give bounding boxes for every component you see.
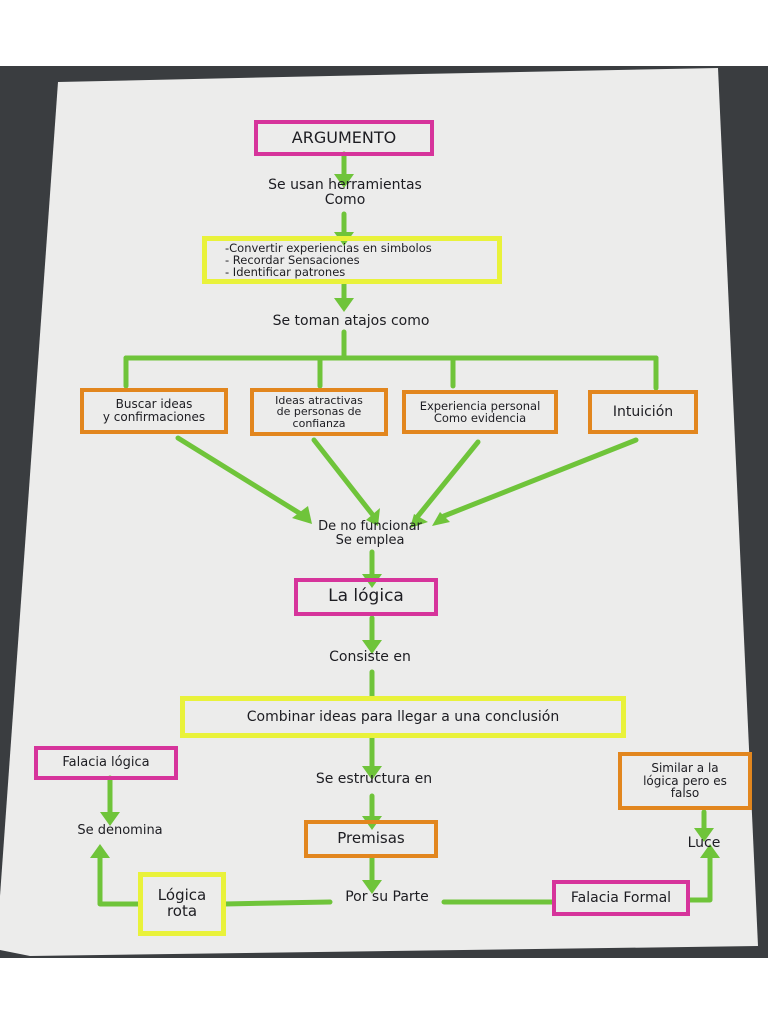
connector-arrow-2	[311, 437, 375, 517]
called-label: Se denomina	[77, 823, 163, 838]
shortcut-box-2: Ideas atractivas de personas de confianz…	[250, 388, 388, 436]
formal-fallacy-box: Falacia Formal	[552, 880, 690, 916]
photo-background: ARGUMENTO Se usan herramientas Como -Con…	[0, 66, 768, 958]
shortcuts-label: Se toman atajos como	[272, 313, 430, 329]
connector-formal-looks	[687, 855, 713, 903]
arrowheads	[90, 174, 720, 894]
shortcut-box-4: Intuición	[588, 390, 698, 434]
broken-logic-box: Lógica rota	[138, 872, 226, 936]
connectors	[97, 151, 713, 907]
premises-box: Premisas	[304, 820, 438, 858]
shortcut-box-3: Experiencia personal Como evidencia	[402, 390, 558, 434]
looks-label: Luce	[687, 835, 721, 851]
logic-box: La lógica	[294, 578, 438, 616]
shortcut-box-1: Buscar ideas y confirmaciones	[80, 388, 228, 434]
logical-fallacy-box: Falacia lógica	[34, 746, 178, 780]
consists-label: Consiste en	[329, 649, 411, 665]
tools-box: -Convertir experiencias en simbolos - Re…	[202, 236, 502, 284]
connector-arrow-4	[441, 437, 639, 519]
combine-box: Combinar ideas para llegar a una conclus…	[180, 696, 626, 738]
connector-broken-called	[97, 853, 141, 907]
fallback-label: De no funcionar Se emplea	[318, 519, 422, 548]
connector-arrow-3	[415, 439, 481, 519]
structure-label: Se estructura en	[315, 771, 433, 787]
connector-arrow-1	[175, 435, 307, 519]
tools-label: Se usan herramientas Como	[268, 177, 422, 208]
connector-bypart-left	[221, 899, 333, 907]
similar-box: Similar a la lógica pero es falso	[618, 752, 752, 810]
argumento-box: ARGUMENTO	[254, 120, 434, 156]
by-part-label: Por su Parte	[345, 889, 429, 905]
